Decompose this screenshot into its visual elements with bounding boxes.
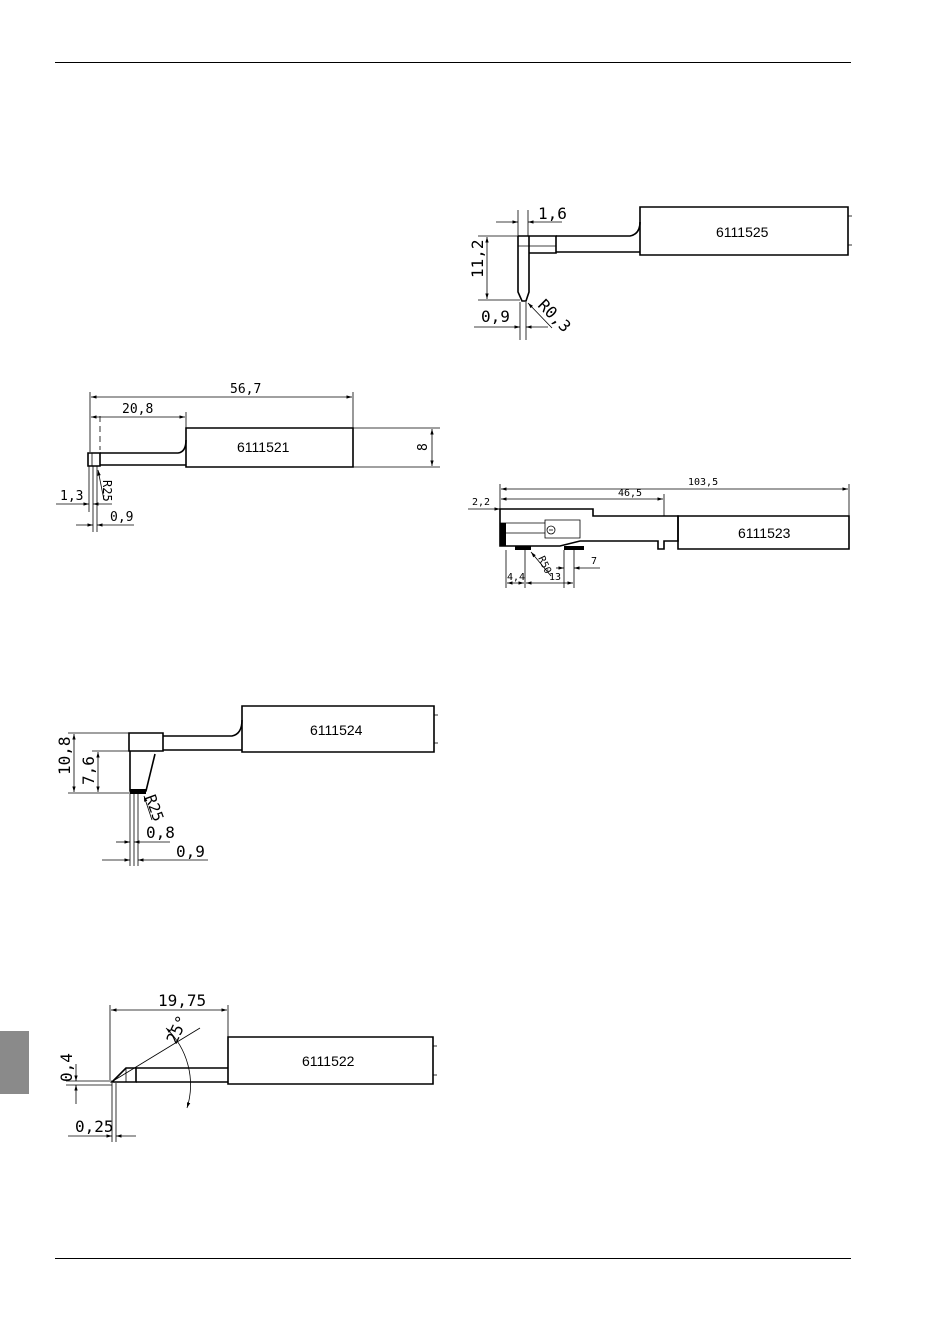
part-number-6111522: 6111522 [302, 1053, 355, 1069]
probe-6111521-shaft [100, 440, 186, 465]
drawing-probe-6111521: 56,7 20,8 8 1,3 R25 0,9 6111521 [56, 382, 440, 532]
dim-6111523-d2: 46,5 [618, 488, 642, 499]
dim-6111524-d5: 0,9 [176, 842, 205, 861]
dim-6111525-d3: 0,9 [481, 307, 510, 326]
dim-6111522-d1: 19,75 [158, 991, 206, 1010]
dim-6111521-d4: 1,3 [60, 489, 83, 504]
drawing-probe-6111524: 10,8 7,6 R25 0,8 0,9 6111524 [55, 706, 438, 866]
drawing-probe-6111523: 103,5 46,5 2,2 R50 7 4,4 13 6111523 [468, 477, 849, 588]
dim-6111523-d6: 4,4 [507, 572, 525, 583]
probe-6111524-shaft [163, 720, 242, 750]
dim-6111523-d3: 2,2 [472, 497, 490, 508]
dim-6111522-d4: 0,25 [75, 1117, 114, 1136]
dim-6111524-d1: 10,8 [55, 736, 74, 775]
dim-6111524-d2: 7,6 [79, 756, 98, 785]
dim-6111521-d3: 8 [416, 443, 431, 451]
part-number-6111525: 6111525 [716, 224, 769, 240]
part-number-6111523: 6111523 [738, 525, 791, 541]
part-number-6111521: 6111521 [237, 439, 290, 455]
dim-6111523-d1: 103,5 [688, 477, 718, 488]
dim-6111525-d2: 11,2 [468, 239, 487, 278]
dim-6111522-d3: 0,4 [57, 1053, 76, 1082]
probe-6111521-stylus [88, 453, 100, 466]
dim-6111523-d7: 13 [549, 572, 561, 583]
probe-6111522-shaft [136, 1068, 228, 1082]
dim-6111524-d4: 0,8 [146, 823, 175, 842]
probe-6111522-tip [112, 1068, 136, 1082]
dim-6111525-d1: 1,6 [538, 204, 567, 223]
dim-6111521-d6: 0,9 [110, 510, 133, 525]
probe-6111524-stylus [130, 751, 155, 791]
probe-6111525-shaft [556, 222, 640, 252]
drawing-probe-6111525: 1,6 11,2 0,9 R0,3 6111525 [468, 204, 852, 340]
dim-6111521-d2: 20,8 [122, 402, 153, 417]
dim-6111524-d3: R25 [141, 792, 167, 824]
dim-6111523-d5: 7 [591, 556, 597, 567]
probe-6111523-carrier [500, 509, 678, 549]
drawing-probe-6111522: 19,75 25° 0,4 0,25 6111522 [57, 991, 437, 1142]
dim-6111521-d5: R25 [100, 480, 114, 502]
part-number-6111524: 6111524 [310, 722, 363, 738]
dim-6111521-d1: 56,7 [230, 382, 261, 397]
dim-6111522-d2: 25° [162, 1012, 191, 1046]
